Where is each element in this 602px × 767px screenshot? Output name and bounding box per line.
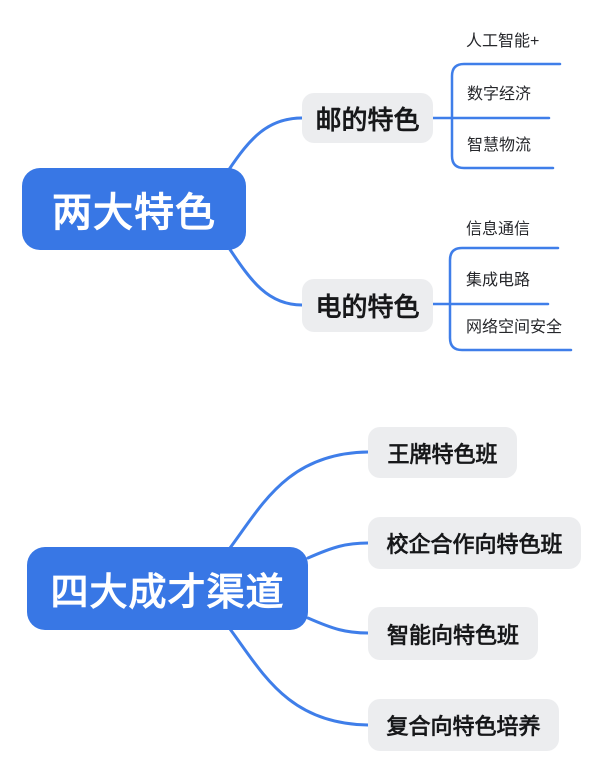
branch-node-elec-label: 电的特色 xyxy=(315,292,420,322)
connector-root2-to-ace xyxy=(228,450,370,550)
connector-root1-to-elec xyxy=(227,246,304,307)
leaf-node-school-enterprise-class-label: 校企合作向特色班 xyxy=(386,532,563,557)
connector-root2-to-coop xyxy=(306,541,370,560)
connector-root2-to-compound xyxy=(228,627,370,727)
connector-post-bracket xyxy=(450,62,562,170)
leaf-node-ace-class-label: 王牌特色班 xyxy=(387,441,498,467)
connector-root1-to-post xyxy=(226,116,304,173)
branch-node-elec-features[interactable]: 电的特色 xyxy=(302,279,433,332)
leaf-node-intelligence-class-label: 智能向特色班 xyxy=(386,622,519,648)
leaf-node-compound-training[interactable]: 复合向特色培养 xyxy=(368,699,559,751)
root-node-two-features-label: 两大特色 xyxy=(52,191,216,235)
leaf-node-integrated-circuit[interactable]: 集成电路 xyxy=(466,272,531,289)
branch-node-post-features[interactable]: 邮的特色 xyxy=(302,93,433,143)
root-node-four-channels[interactable]: 四大成才渠道 xyxy=(27,547,308,630)
connector-root2-to-smart xyxy=(306,616,370,635)
leaf-node-intelligence-class[interactable]: 智能向特色班 xyxy=(368,607,538,660)
connector-elec-bracket xyxy=(448,246,573,352)
leaf-node-smart-logistics[interactable]: 智慧物流 xyxy=(467,137,532,154)
leaf-node-school-enterprise-class[interactable]: 校企合作向特色班 xyxy=(368,517,581,569)
root-node-two-features[interactable]: 两大特色 xyxy=(22,168,246,250)
root-node-four-channels-label: 四大成才渠道 xyxy=(50,572,285,614)
leaf-node-compound-training-label: 复合向特色培养 xyxy=(386,714,541,739)
leaf-node-ai-plus[interactable]: 人工智能+ xyxy=(466,33,540,50)
branch-node-post-label: 邮的特色 xyxy=(315,104,420,135)
leaf-node-digital-economy[interactable]: 数字经济 xyxy=(467,86,532,103)
leaf-node-cyberspace-security[interactable]: 网络空间安全 xyxy=(466,319,563,336)
leaf-node-ace-class[interactable]: 王牌特色班 xyxy=(368,427,517,478)
leaf-node-info-communication[interactable]: 信息通信 xyxy=(466,221,531,238)
